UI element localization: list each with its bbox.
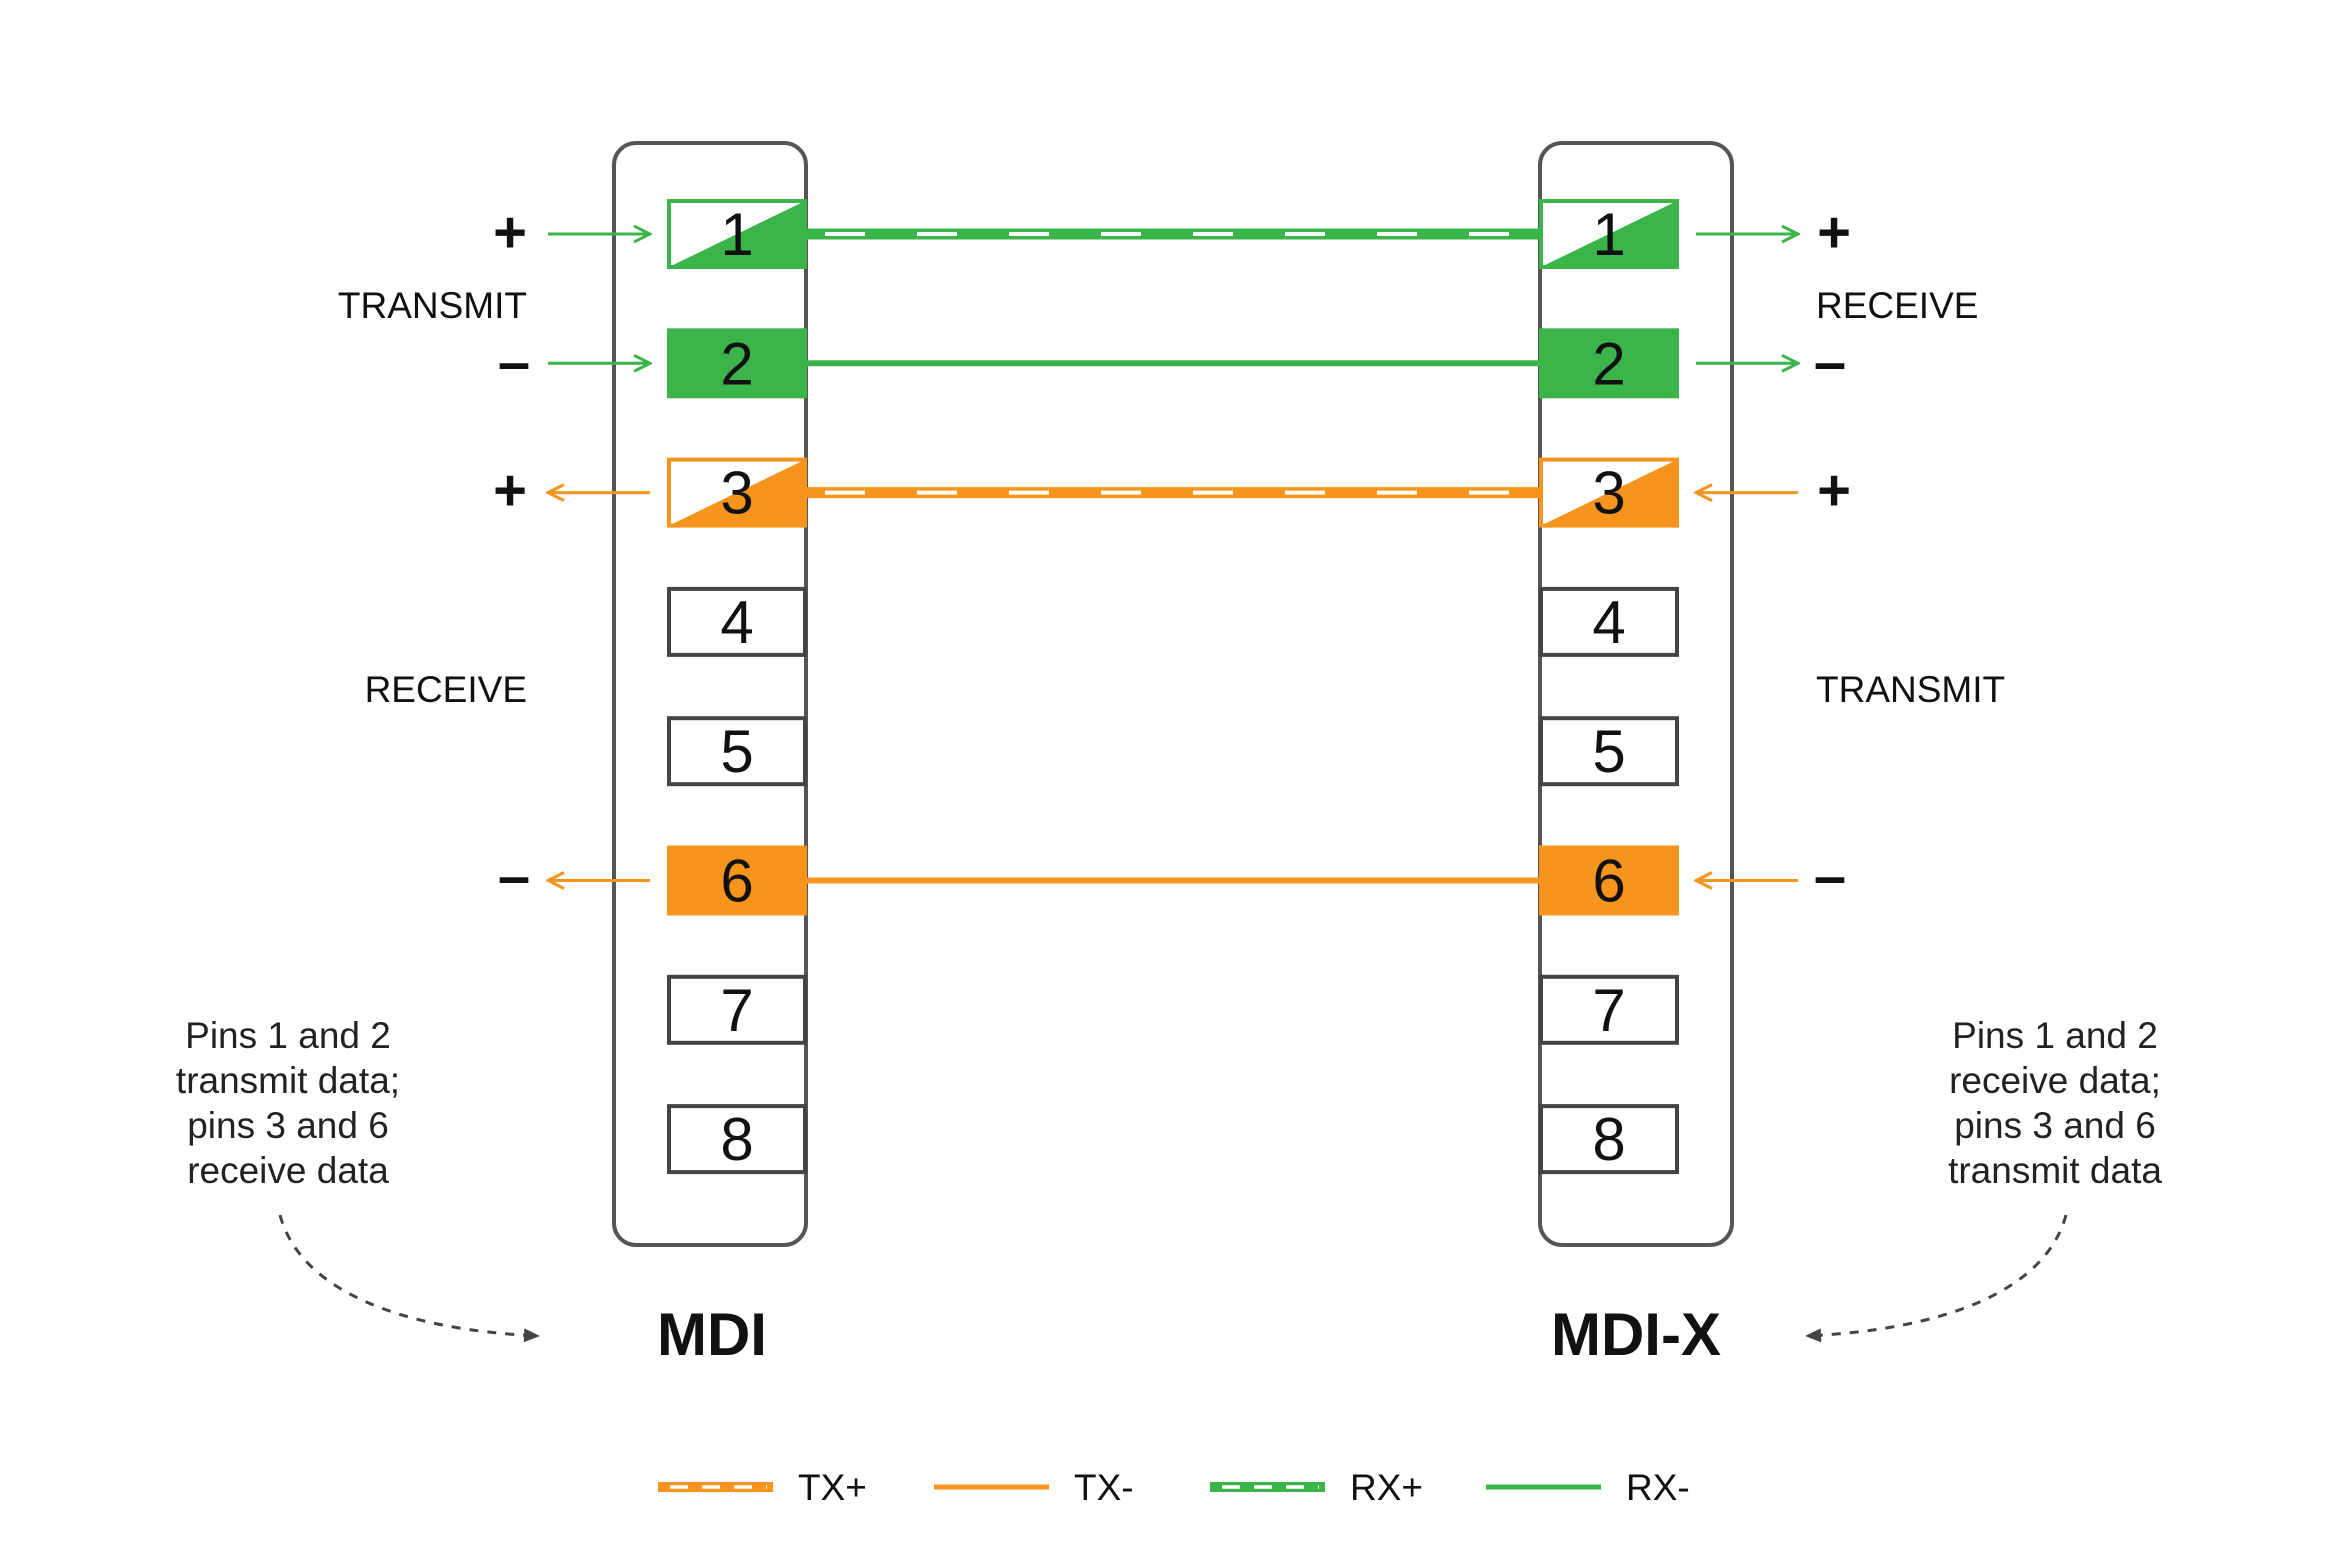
legend-item-tx-minus: TX- (934, 1467, 1134, 1508)
mdix-pin-1-half-fill (1541, 201, 1677, 267)
mdi-note-line-2: transmit data; (176, 1060, 400, 1101)
mdi-pin-8-box (667, 1104, 807, 1175)
mdi-pin-6-box (667, 845, 807, 916)
mdix-label-receive: RECEIVE (1816, 285, 1978, 326)
legend-label-1: TX- (1074, 1467, 1134, 1508)
mdix-pin-2-box (1539, 328, 1679, 399)
mdi-pin-2-number: 2 (720, 330, 753, 397)
mdix-note-line-2: receive data; (1949, 1060, 2161, 1101)
mdix-sign-pin3: + (1817, 458, 1851, 523)
mdi-pin-1-number: 1 (720, 201, 753, 268)
mdi-pin-4-number: 4 (720, 589, 753, 656)
mdix-pin-7: 7 (1539, 974, 1679, 1045)
mdix-pin-5-number: 5 (1592, 718, 1625, 785)
mdix-pin-1-number: 1 (1592, 201, 1625, 268)
mdix-pin-7-number: 7 (1592, 977, 1625, 1044)
legend-label-0: TX+ (798, 1467, 867, 1508)
mdi-pin-5-box (667, 716, 807, 787)
legend-label-3: RX- (1626, 1467, 1690, 1508)
mdi-pin-1-half-fill (669, 201, 805, 267)
mdi-pin-5-number: 5 (720, 718, 753, 785)
mdix-pin-3: 3 (1539, 457, 1679, 528)
mdix-pins: 1 2 3 4 5 6 7 8 (1539, 199, 1679, 1175)
mdi-note-pointer-arrow (278, 1214, 541, 1343)
mdix-connector-body (1538, 141, 1734, 1247)
mdi-pin-3-number: 3 (720, 460, 753, 527)
mdix-pin-3-half-fill (1541, 459, 1677, 526)
mdi-label-receive: RECEIVE (365, 669, 527, 710)
mdi-label-transmit: TRANSMIT (338, 285, 527, 326)
mdix-title: MDI-X (1551, 1301, 1721, 1368)
wires (805, 228, 1541, 884)
mdix-sign-pin6: – (1814, 844, 1846, 909)
legend-label-2: RX+ (1350, 1467, 1423, 1508)
mdi-note-line-1: Pins 1 and 2 (185, 1015, 391, 1056)
legend-item-rx-minusplus: RX+ (1210, 1467, 1423, 1508)
mdi-pin-7: 7 (667, 974, 807, 1045)
mdi-pin-6: 6 (667, 845, 807, 916)
mdi-pin-2: 2 (667, 328, 807, 399)
mdix-pin-1: 1 (1539, 199, 1679, 269)
mdi-pins: 1 2 3 4 5 6 7 8 (667, 199, 807, 1175)
mdi-note-line-4: receive data (187, 1150, 389, 1191)
mdi-pin-8-number: 8 (720, 1106, 753, 1173)
legend-item-tx-minusplus: TX+ (658, 1467, 867, 1508)
mdix-pin-4-box (1539, 586, 1679, 657)
mdi-sign-pin2: – (498, 330, 530, 395)
mdi-note-line-3: pins 3 and 6 (187, 1105, 389, 1146)
mdi-connector-body (612, 141, 808, 1247)
mdix-label-transmit: TRANSMIT (1816, 669, 2005, 710)
mdix-pin-6: 6 (1539, 845, 1679, 916)
mdi-pin-6-number: 6 (720, 848, 753, 915)
mdix-pin-3-number: 3 (1592, 460, 1625, 527)
mdi-note: Pins 1 and 2 transmit data; pins 3 and 6… (176, 1015, 400, 1191)
mdi-pin-8: 8 (667, 1104, 807, 1175)
mdi-pin-5: 5 (667, 716, 807, 787)
mdix-sign-pin2: – (1814, 330, 1846, 395)
mdi-pin-2-box (667, 328, 807, 399)
legend: TX+ TX- RX+ RX- (658, 1467, 1690, 1508)
mdi-title: MDI (657, 1301, 767, 1368)
side-arrows (548, 234, 1798, 881)
mdix-pin-5-box (1539, 716, 1679, 787)
mdix-note: Pins 1 and 2 receive data; pins 3 and 6 … (1948, 1015, 2162, 1191)
mdix-pin-7-box (1539, 974, 1679, 1045)
mdix-pin-4: 4 (1539, 586, 1679, 657)
mdix-sign-pin1: + (1817, 200, 1851, 265)
mdi-pin-7-box (667, 974, 807, 1045)
mdi-pin-3: 3 (667, 457, 807, 528)
mdix-pin-8: 8 (1539, 1104, 1679, 1175)
mdix-note-line-4: transmit data (1948, 1150, 2162, 1191)
mdix-pin-5: 5 (1539, 716, 1679, 787)
mdi-sign-pin1: + (493, 200, 527, 265)
mdi-pin-4-box (667, 586, 807, 657)
mdix-pin-6-box (1539, 845, 1679, 916)
mdix-note-line-1: Pins 1 and 2 (1952, 1015, 2158, 1056)
mdix-pin-2: 2 (1539, 328, 1679, 399)
mdi-pin-3-half-fill (669, 459, 805, 526)
mdix-pin-4-number: 4 (1592, 589, 1625, 656)
mdix-pin-8-box (1539, 1104, 1679, 1175)
mdix-note-line-3: pins 3 and 6 (1954, 1105, 2156, 1146)
mdi-pin-7-number: 7 (720, 977, 753, 1044)
mdix-note-pointer-arrow (1804, 1214, 2068, 1343)
legend-item-rx-minus: RX- (1486, 1467, 1690, 1508)
mdi-pin-1: 1 (667, 199, 807, 269)
mdix-pin-2-number: 2 (1592, 330, 1625, 397)
mdix-pin-6-number: 6 (1592, 848, 1625, 915)
mdi-pin-4: 4 (667, 586, 807, 657)
mdi-sign-pin6: – (498, 844, 530, 909)
mdi-sign-pin3: + (493, 458, 527, 523)
mdix-pin-8-number: 8 (1592, 1106, 1625, 1173)
